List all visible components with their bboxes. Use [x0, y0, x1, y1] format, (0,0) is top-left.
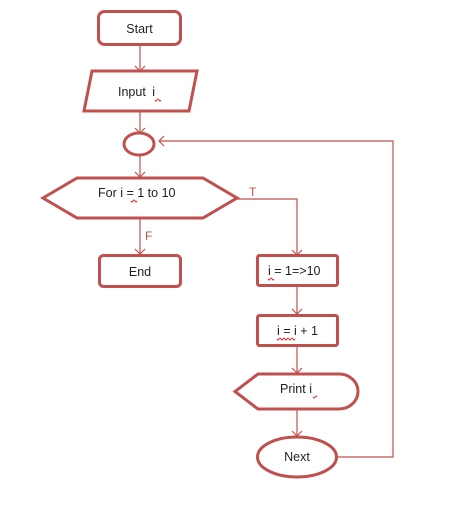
- true-edge-label: T: [249, 185, 257, 199]
- input-node: Input i: [82, 69, 199, 113]
- next-label: Next: [284, 450, 310, 464]
- next-node: Next: [256, 435, 338, 479]
- next-ellipse: [256, 435, 338, 479]
- for-hexagon: [40, 176, 240, 220]
- false-edge-label: F: [145, 229, 152, 243]
- print-display-shape: [232, 372, 360, 411]
- assign-box: [256, 254, 339, 287]
- print-label: Print i: [280, 382, 312, 396]
- arrowhead: [158, 135, 165, 147]
- for-node: For i = 1 to 10: [40, 176, 240, 220]
- start-box: [97, 10, 182, 46]
- start-label: Start: [126, 22, 153, 36]
- end-box: [98, 254, 182, 288]
- increment-box: [256, 314, 339, 347]
- spellcheck-underline: [312, 395, 318, 399]
- end-label: End: [129, 265, 151, 279]
- start-node: Start: [97, 10, 182, 46]
- end-node: End: [98, 254, 182, 288]
- print-node: Print i: [232, 372, 360, 411]
- connector-next-loop: [159, 140, 394, 458]
- connector-for-assign: [237, 198, 298, 255]
- spellcheck-underline: [130, 199, 138, 203]
- spellcheck-underline: [267, 277, 275, 281]
- input-parallelogram: [82, 69, 199, 113]
- spellcheck-underline: [276, 337, 296, 341]
- increment-label: i = i + 1: [277, 324, 318, 338]
- spellcheck-underline: [154, 98, 162, 102]
- assign-label: i = 1=>10: [268, 264, 321, 278]
- increment-node: i = i + 1: [256, 314, 339, 347]
- for-label: For i = 1 to 10: [98, 186, 176, 200]
- assign-node: i = 1=>10: [256, 254, 339, 287]
- loop-junction-circle: [122, 131, 156, 157]
- input-label: Input i: [118, 85, 155, 99]
